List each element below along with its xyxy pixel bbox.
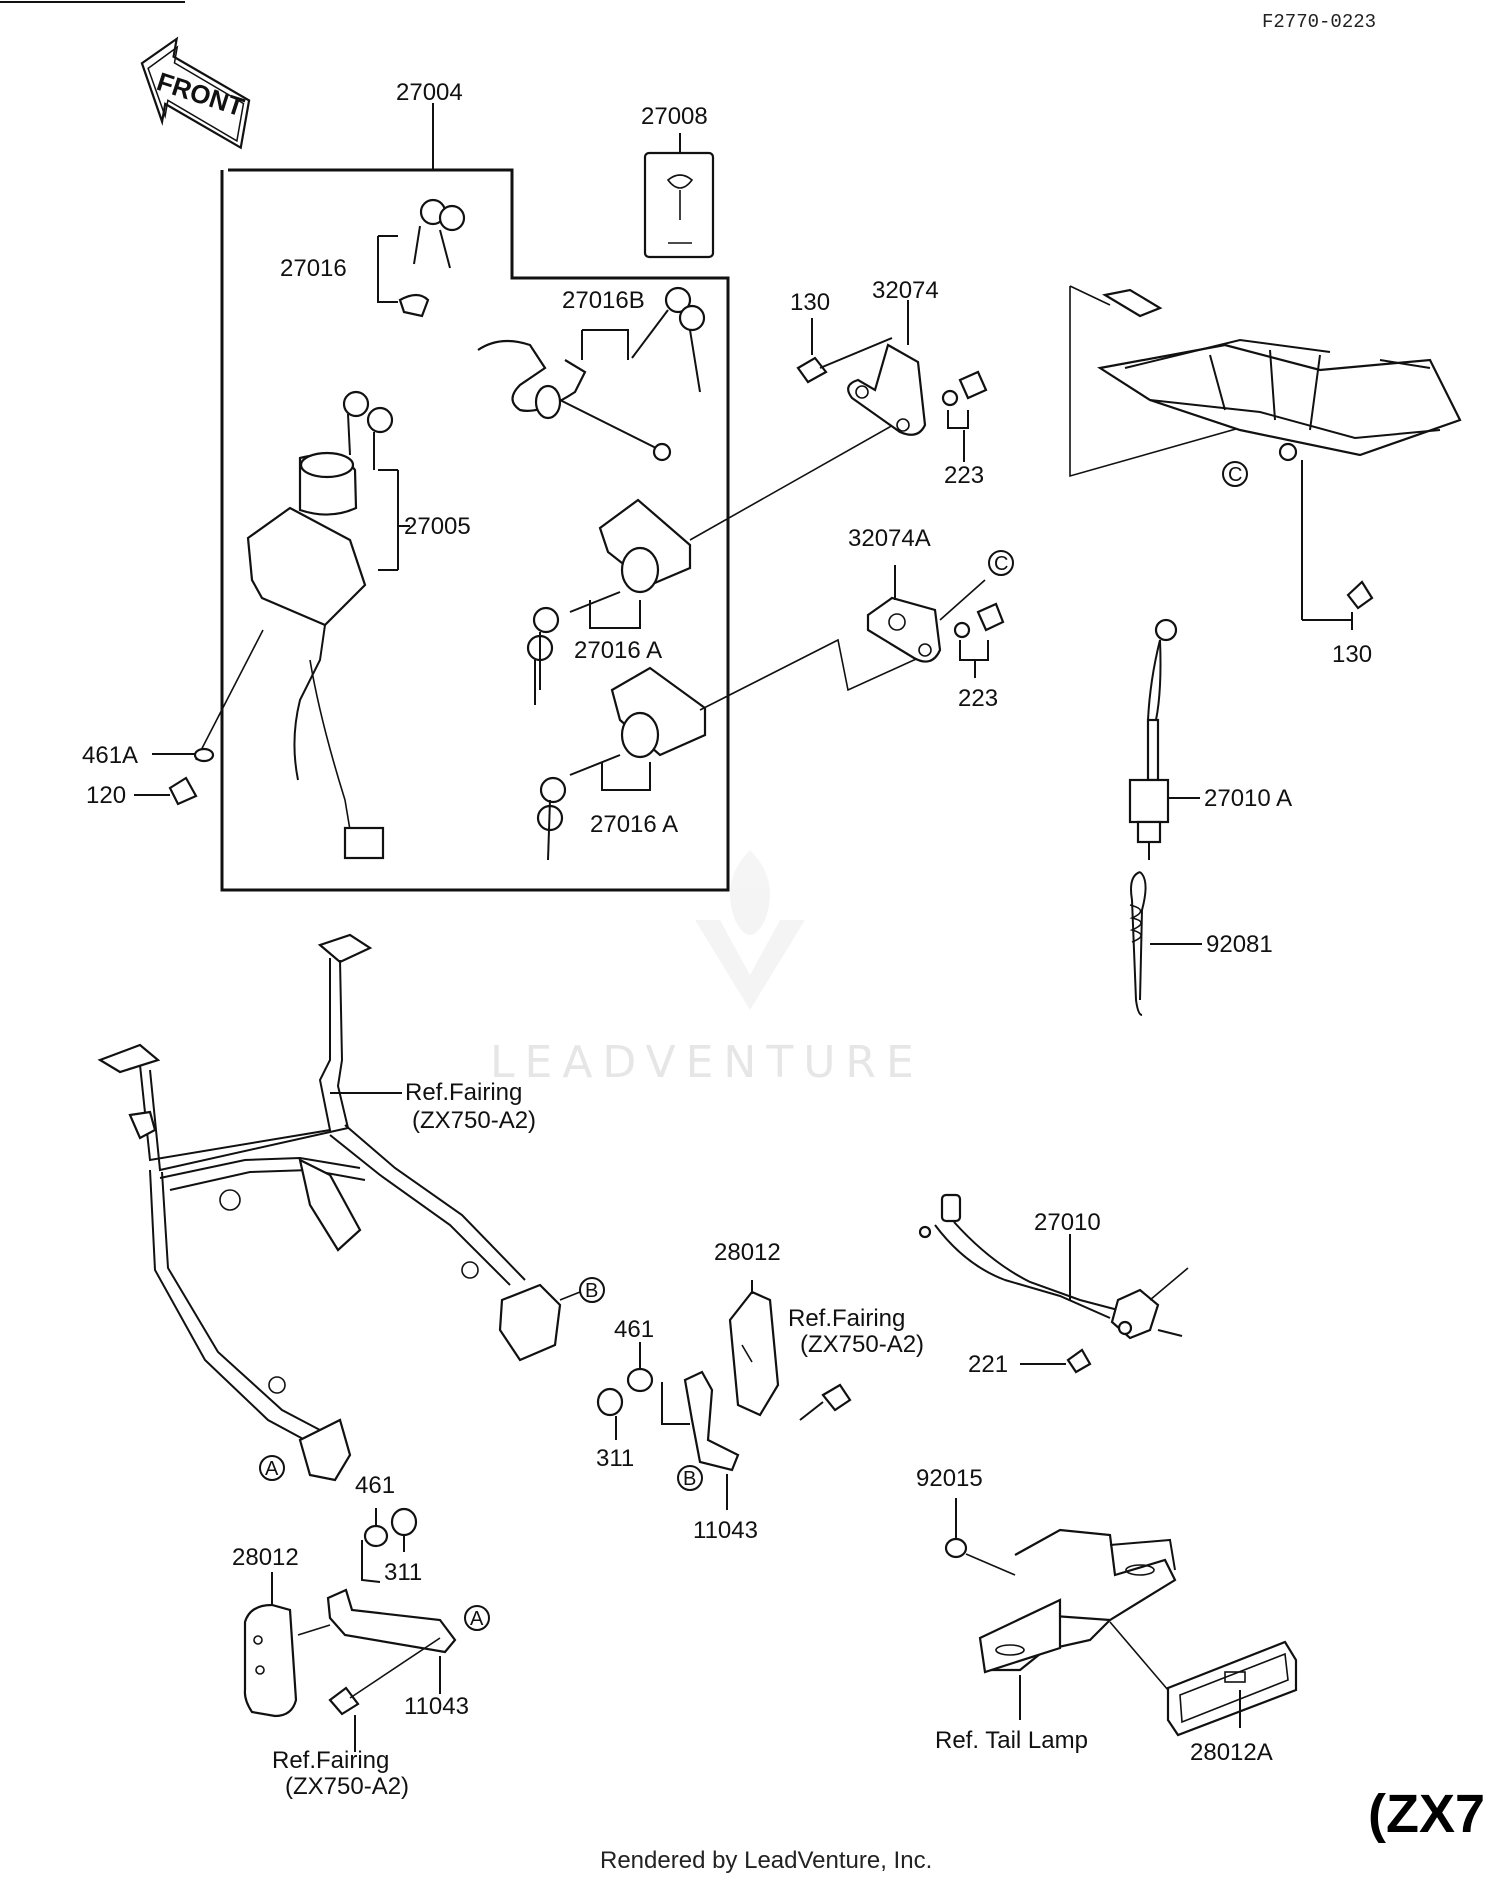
ref-marker-a-1 [259,1455,285,1481]
spring-92081 [1129,871,1147,1016]
ref-fairing-2: Ref.Fairing [788,1305,905,1332]
ref-marker-b-1 [579,1277,605,1303]
callout-27004: 27004 [396,79,463,106]
washer-461-mid [626,1367,654,1393]
link-lock-to-32074 [689,419,903,541]
reflector-28012-left [243,1603,298,1718]
ref-marker-b-2 [677,1465,703,1491]
front-arrow-icon: FRONT [140,36,251,150]
bracket-27005 [378,469,410,571]
callout-27016: 27016 [280,255,347,282]
callout-461A: 461A [82,742,138,769]
ref-marker-b-1-label: B [585,1280,598,1302]
ref-marker-c-2 [988,550,1014,576]
switch-27010 [918,1193,1189,1340]
bracket-223-mid [959,640,989,661]
bolt-223-top [941,370,988,407]
seat-lock-27016B [477,286,706,462]
switch-27010A [1128,618,1178,860]
ref-marker-a-2 [464,1605,490,1631]
bracket-223-top [947,410,969,429]
key-set-box [220,168,730,892]
callout-27010A: 27010 A [1204,785,1292,812]
bolt-223-mid [953,602,1005,639]
helmet-lock-27016A-2 [536,666,707,861]
ref-fairing-3-model: (ZX750-A2) [285,1773,409,1800]
bolt-ref-fairing-left [328,1637,441,1752]
callout-311-left: 311 [384,1559,422,1586]
leader-marker-b-1 [559,1291,581,1301]
callout-221: 221 [968,1351,1008,1378]
callout-27005: 27005 [404,513,471,540]
bolt-130-right [1346,580,1374,610]
bracket-32074A [866,579,986,663]
callout-120: 120 [86,782,126,809]
nut-311-mid [596,1387,624,1417]
callout-32074: 32074 [872,277,939,304]
callout-92015: 92015 [916,1465,983,1492]
ref-tail-lamp: Ref. Tail Lamp [935,1727,1088,1754]
callout-27010: 27010 [1034,1209,1101,1236]
callout-27016A-1: 27016 A [574,637,662,664]
license-bracket [965,1528,1177,1674]
callout-223-top: 223 [944,462,984,489]
callout-461-mid: 461 [614,1316,654,1343]
rear-frame [1069,285,1462,621]
leadventure-logo-icon [695,850,805,1010]
ignition-switch-27005 [195,390,394,860]
reflector-28012A [1109,1621,1298,1737]
ref-marker-c-1-label: C [1228,464,1242,486]
key-pair-27016 [398,198,466,318]
ref-fairing-1-model: (ZX750-A2) [412,1107,536,1134]
rendered-by-footer: Rendered by LeadVenture, Inc. [600,1847,932,1874]
bracket-32074 [847,343,927,436]
ref-marker-a-1-label: A [265,1458,279,1480]
watermark-text: LEADVENTURE [490,1037,924,1088]
ref-fairing-3: Ref.Fairing [272,1747,389,1774]
screw-221 [1066,1348,1092,1374]
ref-fairing-1: Ref.Fairing [405,1079,522,1106]
callout-28012-mid: 28012 [714,1239,781,1266]
callout-32074A: 32074A [848,525,931,552]
bracket-27016 [377,235,398,303]
figure-code: F2770-0223 [1262,11,1376,33]
callout-11043-left: 11043 [404,1693,469,1720]
callout-27008: 27008 [641,103,708,130]
helmet-lock-27016A-1 [526,498,692,705]
washer-461A [193,747,215,763]
nut-92015 [944,1537,968,1559]
bracket-27016B [581,329,629,360]
callout-28012-left: 28012 [232,1544,299,1571]
callout-92081: 92081 [1206,931,1273,958]
callout-130-right: 130 [1332,641,1372,668]
callout-27016A-2: 27016 A [590,811,678,838]
fairing-stay [97,933,562,1482]
callout-28012A: 28012A [1190,1739,1273,1766]
nut-311-left [390,1507,418,1537]
model-label: (ZX7 [1368,1784,1485,1844]
callout-223-mid: 223 [958,685,998,712]
ref-marker-a-2-label: A [470,1608,484,1630]
bracket-11043-mid [661,1370,740,1472]
bracket-27016A-2 [601,762,651,791]
ref-marker-c-2-label: C [994,553,1008,575]
reflector-28012-mid [728,1290,780,1417]
bolt-ref-fairing-mid [799,1383,852,1421]
bolt-130-top [796,337,893,384]
bracket-27016A-1 [589,600,641,629]
ref-fairing-2-model: (ZX750-A2) [800,1331,924,1358]
callout-130-top: 130 [790,289,830,316]
link-lock-to-32074A [699,638,926,711]
callout-461-left: 461 [355,1472,395,1499]
callout-11043-mid: 11043 [693,1517,758,1544]
key-tag-27008 [643,151,715,259]
bracket-11043-left [297,1540,457,1654]
callout-311-mid: 311 [596,1445,634,1472]
ref-marker-c-1 [1222,461,1248,487]
callout-27016B: 27016B [562,287,645,314]
bolt-120 [168,776,198,806]
washer-461-left [363,1524,389,1548]
ref-marker-b-2-label: B [683,1468,696,1490]
